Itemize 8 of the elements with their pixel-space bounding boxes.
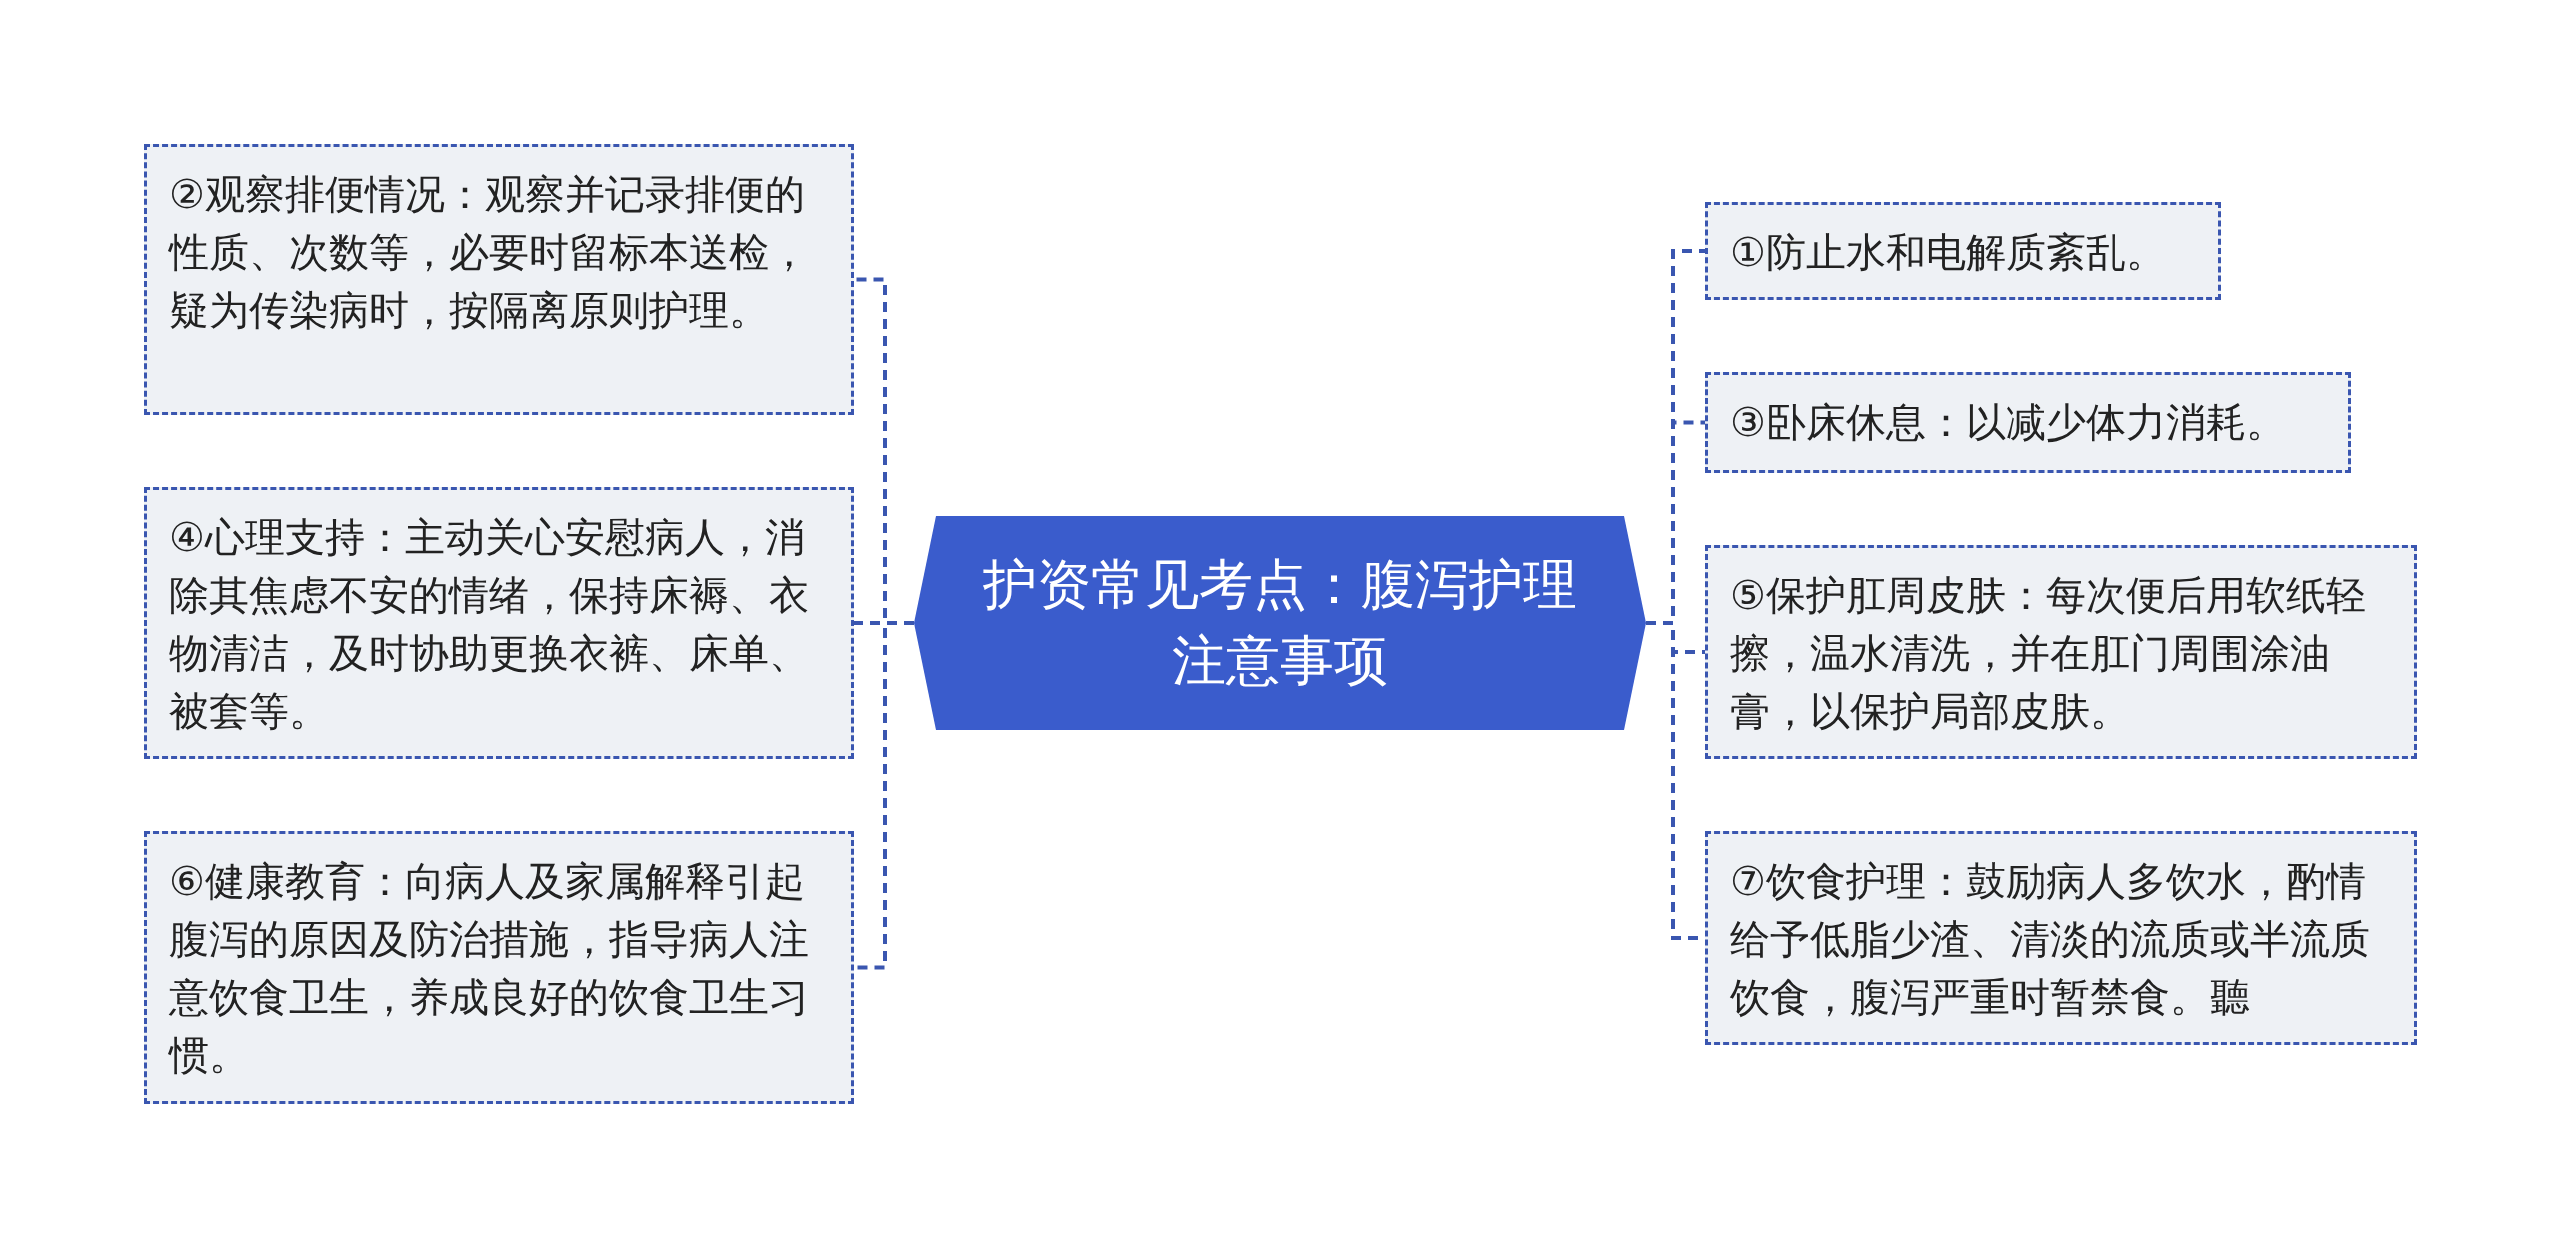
topic-box: ③卧床休息：以减少体力消耗。 [1705,372,2351,473]
central-topic: 护资常见考点：腹泻护理注意事项 [914,516,1646,730]
topic-box: ⑤保护肛周皮肤：每次便后用软纸轻擦，温水清洗，并在肛门周围涂油膏，以保护局部皮肤。 [1705,545,2417,759]
topic-box: ⑦饮食护理：鼓励病人多饮水，酌情给予低脂少渣、清淡的流质或半流质饮食，腹泻严重时暂禁食。聽 [1705,831,2417,1045]
topic-box: ②观察排便情况：观察并记录排便的性质、次数等，必要时留标本送检，疑为传染病时，按隔离原则护理。 [144,144,854,415]
topic-box: ⑥健康教育：向病人及家属解释引起腹泻的原因及防治措施，指导病人注意饮食卫生，养成良好的饮食卫生习惯。 [144,831,854,1104]
topic-box: ①防止水和电解质紊乱。 [1705,202,2221,300]
topic-box: ④心理支持：主动关心安慰病人，消除其焦虑不安的情绪，保持床褥、衣物清洁，及时协助更换衣裤、床单、被套等。 [144,487,854,759]
